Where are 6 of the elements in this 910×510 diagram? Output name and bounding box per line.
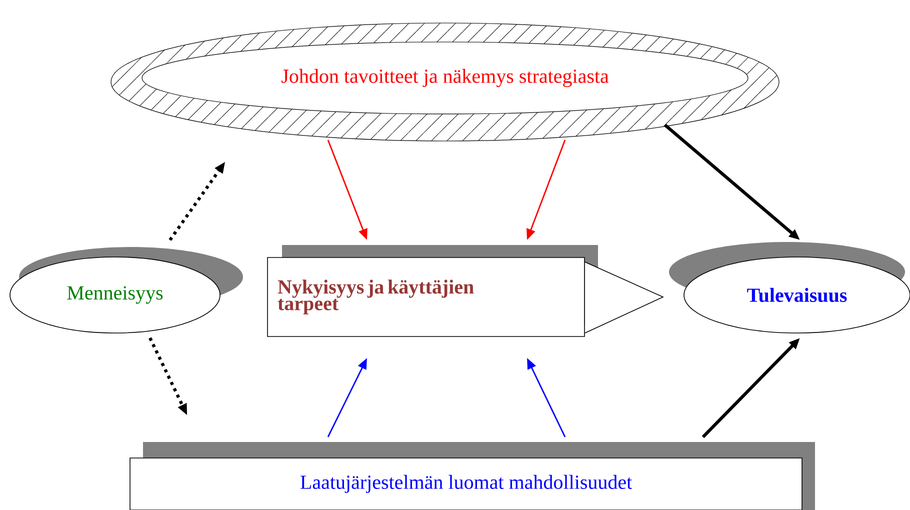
- arrow: [148, 337, 187, 415]
- hatched-ring: Johdon tavoitteet ja näkemys strategiasta: [110, 22, 780, 142]
- node-label: Tulevaisuus: [747, 288, 847, 302]
- callout-box: Nykyisyys ja käyttäjien tarpeet: [267, 245, 664, 337]
- process-box: Laatujärjestelmän luomat mahdollisuudet: [130, 442, 815, 510]
- arrow: [168, 162, 225, 241]
